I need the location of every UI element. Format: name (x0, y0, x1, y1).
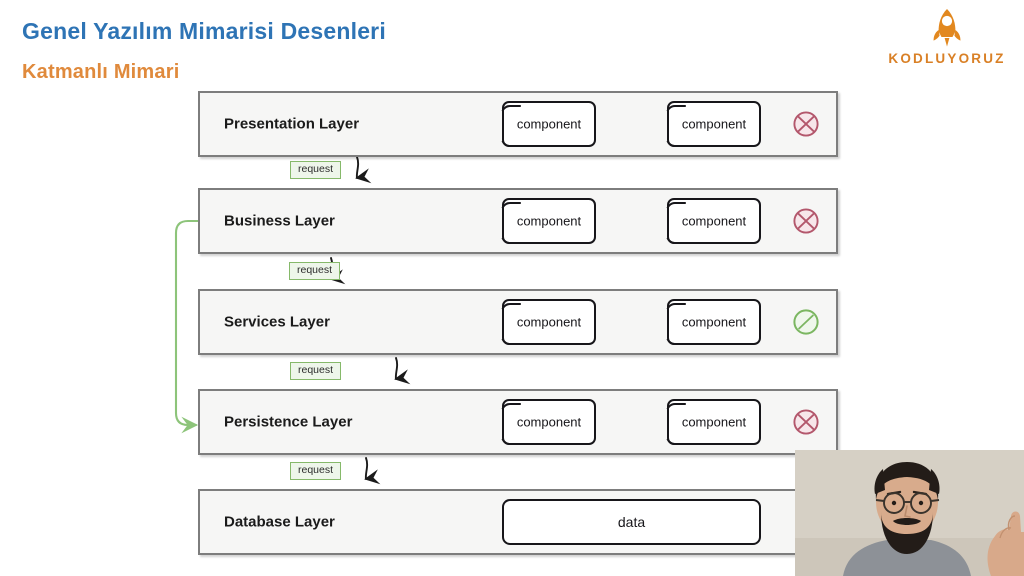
component-box[interactable]: component (502, 299, 596, 345)
page-title: Genel Yazılım Mimarisi Desenleri (22, 18, 386, 44)
component-box[interactable]: component (502, 101, 596, 147)
data-label: data (617, 514, 646, 530)
layer-row-persistence[interactable]: Persistence Layer component component (198, 389, 838, 455)
request-badge: request (290, 362, 342, 380)
layer-title: Database Layer (224, 513, 335, 531)
layer-title: Persistence Layer (224, 413, 353, 431)
layer-row-presentation[interactable]: Presentation Layer component component (198, 91, 838, 157)
component-label: component (516, 116, 582, 132)
component-label: component (681, 116, 747, 132)
component-box[interactable]: component (667, 101, 761, 147)
request-badge: request (290, 161, 342, 179)
layer-closed-marker (793, 111, 819, 137)
layer-closed-marker (793, 208, 819, 234)
layer-row-services[interactable]: Services Layer component component (198, 289, 838, 355)
bypass-arrow (174, 219, 200, 434)
layer-closed-marker (793, 409, 819, 435)
component-label: component (681, 314, 747, 330)
layer-title: Business Layer (224, 212, 335, 230)
presenter-webcam-overlay[interactable] (795, 450, 1024, 576)
layer-title: Services Layer (224, 313, 330, 331)
component-box[interactable]: component (502, 399, 596, 445)
component-box[interactable]: component (667, 399, 761, 445)
layer-row-database[interactable]: Database Layer data (198, 489, 838, 555)
component-box[interactable]: component (667, 299, 761, 345)
data-box[interactable]: data (502, 499, 761, 545)
layer-row-business[interactable]: Business Layer component component (198, 188, 838, 254)
layer-title: Presentation Layer (224, 115, 360, 133)
layer-open-marker (793, 309, 819, 335)
component-label: component (516, 414, 582, 430)
brand-wordmark: KODLUYORUZ (888, 51, 1006, 66)
component-box[interactable]: component (502, 198, 596, 244)
request-badge: request (289, 262, 341, 280)
request-badge: request (290, 462, 342, 480)
rocket-icon (933, 9, 961, 47)
component-label: component (681, 213, 747, 229)
page-subtitle: Katmanlı Mimari (22, 61, 180, 83)
component-box[interactable]: component (667, 198, 761, 244)
component-label: component (516, 314, 582, 330)
brand-logo: KODLUYORUZ (882, 6, 1012, 72)
component-label: component (681, 414, 747, 430)
component-label: component (516, 213, 582, 229)
